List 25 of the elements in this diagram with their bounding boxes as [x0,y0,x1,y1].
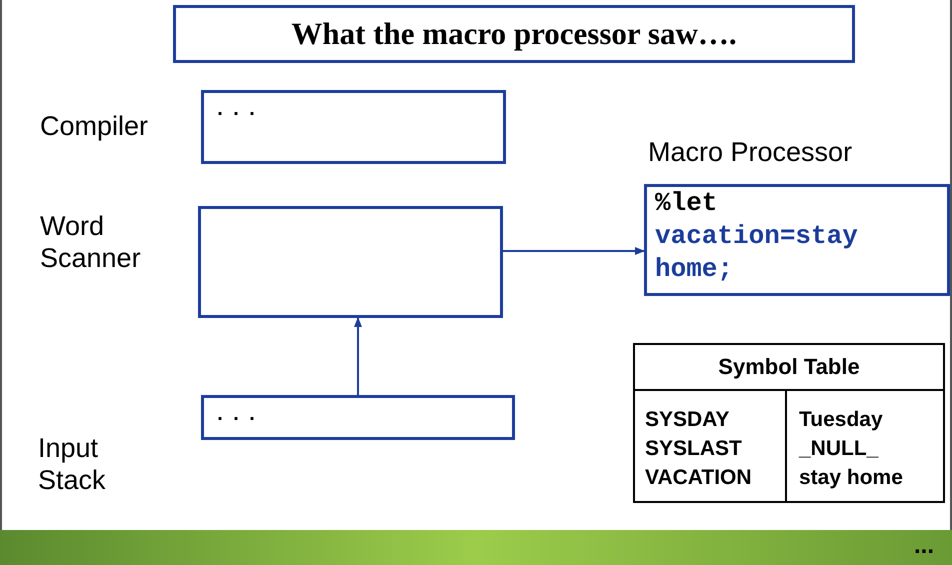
ellipsis-text: ... [213,98,262,122]
input-stack-box [201,395,515,440]
title: What the macro processor saw…. [290,15,738,53]
continuation-mark: ... [914,534,934,558]
macro-processor-box [644,184,950,296]
variable-cell-text: SYSDAY [644,407,730,433]
component-label: Compiler [40,110,150,142]
component-label: Macro Processor [648,136,854,168]
variable-cell-text: SYSLAST [644,436,742,462]
table-header: Symbol Table [635,345,943,391]
title-box [173,5,855,63]
compiler-box [201,90,506,164]
value-cell-text: stay home [798,465,903,491]
value-cell-text: _NULL_ [798,436,878,462]
component-label: Input Stack [38,432,107,497]
component-label: Word Scanner [40,210,142,275]
variable-cell-text: VACATION [644,465,752,491]
code-text: %let [654,187,718,220]
code-text: vacation=stay home; [654,220,859,286]
arrow [503,247,645,255]
symbol-table [633,343,945,503]
value-cell-text: Tuesday [798,407,883,433]
word-scanner-box [198,206,503,318]
ellipsis-text: ... [213,403,262,427]
arrow [354,317,362,395]
